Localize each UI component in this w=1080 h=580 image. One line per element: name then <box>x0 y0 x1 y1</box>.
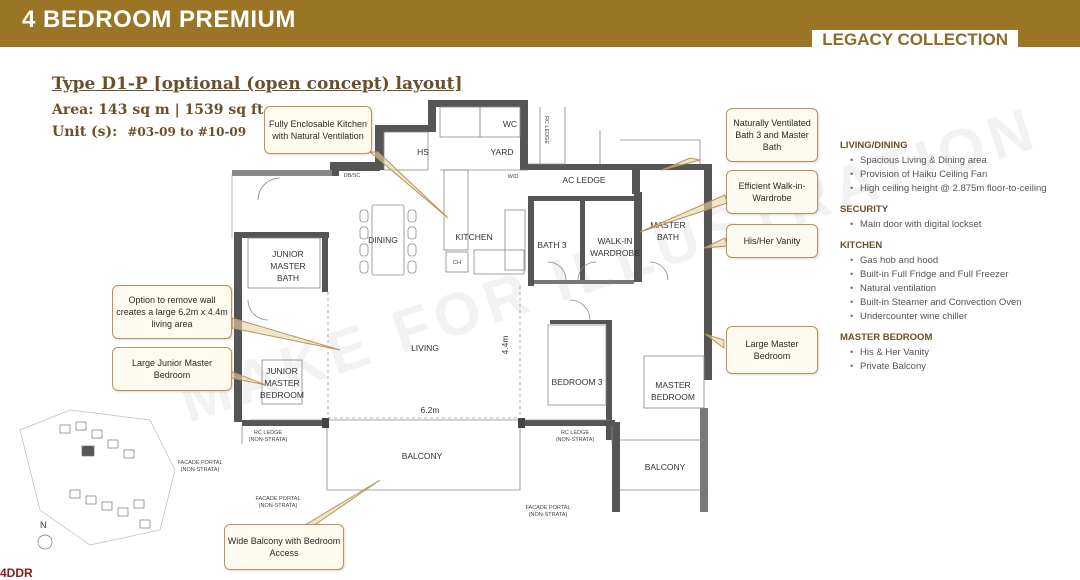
dimension-height: 4.4m <box>500 336 510 355</box>
dimension-width: 6.2m <box>421 405 440 415</box>
spec-security-title: SECURITY <box>840 204 889 215</box>
header-bar: 4 BEDROOM PREMIUM <box>0 0 1080 47</box>
unit-area: Area: 143 sq m | 1539 sq ft <box>52 102 264 118</box>
room-hs: HS <box>417 147 429 157</box>
room-bedroom3: BEDROOM 3 <box>551 377 602 387</box>
unit-range: #03-09 to #10-09 <box>127 125 247 139</box>
room-dining: DINING <box>368 235 398 245</box>
callout-remove-wall: Option to remove wall creates a large 6.… <box>112 285 232 339</box>
room-junior-bed-3: BEDROOM <box>260 390 304 400</box>
spec-item: High ceiling height @ 2.875m floor-to-ce… <box>850 182 1075 196</box>
rc-ledge-right: RC LEDGE <box>561 430 589 436</box>
spec-living-dining-title: LIVING/DINING <box>840 140 908 151</box>
facade-portal-3: FACADE PORTAL <box>525 505 570 511</box>
room-junior-bed-1: JUNIOR <box>266 366 298 376</box>
spec-item: Undercounter wine chiller <box>850 310 1075 324</box>
facade-portal-3-ns: (NON-STRATA) <box>529 512 568 518</box>
spec-list: LIVING/DINING Spacious Living & Dining a… <box>840 140 1075 382</box>
callout-walk-in: Efficient Walk-in-Wardrobe <box>726 170 818 214</box>
footer-logo: 4DDR <box>0 566 33 580</box>
facade-portal-2: FACADE PORTAL <box>255 496 300 502</box>
removable-wall <box>327 286 521 420</box>
rc-ledge-top: RC LEDGE <box>543 116 549 144</box>
spec-item: His & Her Vanity <box>850 346 1075 360</box>
room-master-bath-2: BATH <box>657 232 679 242</box>
room-balcony-master: BALCONY <box>645 462 686 472</box>
room-walk-in-2: WARDROBE <box>590 248 640 258</box>
callout-ventilated-bath: Naturally Ventilated Bath 3 and Master B… <box>726 108 818 162</box>
north-label: N <box>40 520 47 530</box>
spec-master-bedroom-title: MASTER BEDROOM <box>840 332 933 343</box>
callout-balcony: Wide Balcony with Bedroom Access <box>224 524 344 570</box>
spec-kitchen-title: KITCHEN <box>840 240 883 251</box>
spec-item: Built-in Full Fridge and Full Freezer <box>850 268 1075 282</box>
room-wc: WC <box>503 119 517 129</box>
room-master-bath-1: MASTER <box>650 220 685 230</box>
page-title: 4 BEDROOM PREMIUM <box>22 6 296 33</box>
spec-kitchen-list: Gas hob and hood Built-in Full Fridge an… <box>840 254 1075 324</box>
spec-item: Provision of Haiku Ceiling Fan <box>850 168 1075 182</box>
rc-ledge-left: RC LEDGE <box>254 430 282 436</box>
rc-ledge-right-ns: (NON-STRATA) <box>556 437 595 443</box>
room-master-bed-1: MASTER <box>655 380 690 390</box>
room-walk-in-1: WALK-IN <box>597 236 632 246</box>
room-bath3: BATH 3 <box>537 240 566 250</box>
room-junior-bed-2: MASTER <box>264 378 299 388</box>
spec-master-bedroom-list: His & Her Vanity Private Balcony <box>840 346 1075 374</box>
db-label: DB/SC <box>344 173 361 179</box>
room-junior-bath-1: JUNIOR <box>272 249 304 259</box>
spec-security-list: Main door with digital lockset <box>840 218 1075 232</box>
room-junior-bath-3: BATH <box>277 273 299 283</box>
callout-kitchen: Fully Enclosable Kitchen with Natural Ve… <box>264 106 372 154</box>
callout-junior-master: Large Junior Master Bedroom <box>112 347 232 391</box>
room-ac-ledge: AC LEDGE <box>563 175 606 185</box>
unit-numbers: Unit (s): #03-09 to #10-09 <box>52 124 246 140</box>
callout-vanity: His/Her Vanity <box>726 224 818 258</box>
spec-item: Gas hob and hood <box>850 254 1075 268</box>
key-plan <box>19 409 176 550</box>
rc-ledge-left-ns: (NON-STRATA) <box>249 437 288 443</box>
walls <box>232 100 712 512</box>
spec-item: Natural ventilation <box>850 282 1075 296</box>
unit-label: Unit (s): <box>52 124 118 140</box>
room-master-bed-2: BEDROOM <box>651 392 695 402</box>
spec-item: Main door with digital lockset <box>850 218 1075 232</box>
room-living: LIVING <box>411 343 439 353</box>
ch-label: CH <box>453 260 461 266</box>
wd-label: W/D <box>508 174 519 180</box>
spec-item: Spacious Living & Dining area <box>850 154 1075 168</box>
callout-large-master: Large Master Bedroom <box>726 326 818 374</box>
spec-item: Private Balcony <box>850 360 1075 374</box>
spec-item: Built-in Steamer and Convection Oven <box>850 296 1075 310</box>
collection-label: LEGACY COLLECTION <box>812 30 1018 50</box>
facade-portal-1: FACADE PORTAL <box>177 460 222 466</box>
room-kitchen: KITCHEN <box>455 232 492 242</box>
room-yard: YARD <box>491 147 514 157</box>
unit-type-title: Type D1-P [optional (open concept) layou… <box>52 74 463 94</box>
facade-portal-2-ns: (NON-STRATA) <box>259 503 298 509</box>
room-balcony: BALCONY <box>402 451 443 461</box>
room-junior-bath-2: MASTER <box>270 261 305 271</box>
facade-portal-1-ns: (NON-STRATA) <box>181 467 220 473</box>
spec-living-dining-list: Spacious Living & Dining area Provision … <box>840 154 1075 196</box>
